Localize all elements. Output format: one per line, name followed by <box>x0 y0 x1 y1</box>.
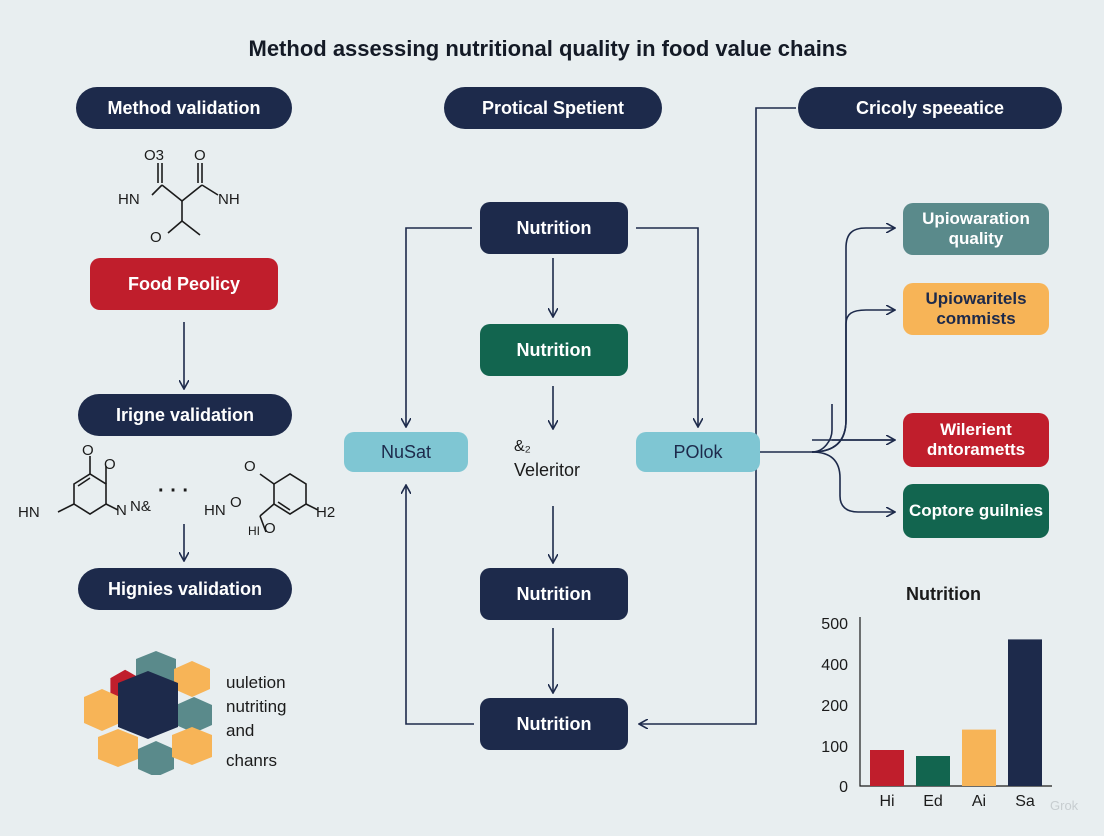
protical-spetient-header: Protical Spetient <box>444 87 662 129</box>
atom-hn: HN <box>118 191 140 208</box>
molecule-top-bonds <box>151 163 219 236</box>
method-validation-header: Method validation <box>76 87 292 129</box>
page-title: Method assessing nutritional quality in … <box>248 36 848 61</box>
molecule-top: O3 O HN NH O <box>110 145 260 255</box>
y-tick-label: 100 <box>821 739 848 756</box>
bar-sa <box>1008 639 1042 786</box>
hexagon-cluster <box>84 651 212 775</box>
hignies-validation-pill: Hignies validation <box>78 568 292 610</box>
atom-right-hi: HI <box>248 524 260 538</box>
y-tick-label: 0 <box>839 779 848 796</box>
arrow-header-n4 <box>640 107 796 724</box>
nutrition-box-2: Nutrition <box>480 324 628 376</box>
y-tick-label: 400 <box>821 657 848 674</box>
center-symbol: &₂ <box>514 438 531 455</box>
atom-right-hno: HN <box>204 502 226 519</box>
food-policy-box: Food Peolicy <box>90 258 278 310</box>
x-tick-label: Ai <box>972 793 986 810</box>
nutrition-box-3: Nutrition <box>480 568 628 620</box>
arrow-to-output-4 <box>811 451 894 512</box>
bar-ai <box>962 729 996 786</box>
atom-left-o: O <box>82 442 94 459</box>
nutrition-box-1: Nutrition <box>480 202 628 254</box>
arrow-n1-nusat <box>406 227 472 426</box>
polok-node: POlok <box>636 432 760 472</box>
irigne-validation-pill: Irigne validation <box>78 394 292 436</box>
atom-right-h2: H2 <box>316 504 336 521</box>
output-box-4: Coptore guilnies <box>903 484 1049 538</box>
watermark: Grok <box>1050 798 1079 813</box>
atom-right-o3: O <box>264 520 276 537</box>
atom-nh: NH <box>218 191 240 208</box>
atom-right-o: O <box>244 458 256 475</box>
hex-orange-bottom-right <box>172 727 212 765</box>
molecule-middle-bonds <box>57 456 319 533</box>
arrow-to-output-1 <box>811 228 894 453</box>
ellipsis-dots: · · · <box>158 480 190 502</box>
bar-ed <box>916 756 950 786</box>
arrow-to-output-3-stem <box>811 404 894 453</box>
arrow-to-output-2 <box>811 310 894 453</box>
output-box-3: Wilerient dntorametts <box>903 413 1049 467</box>
atom-right-o2: O <box>230 494 242 511</box>
atom-o: O <box>194 147 206 164</box>
y-tick-label: 500 <box>821 616 848 633</box>
chart-title: Nutrition <box>906 584 981 604</box>
atom-left-n3: N& <box>130 498 151 515</box>
hex-navy-center <box>118 671 178 739</box>
hex-orange-left <box>84 689 120 731</box>
arrow-n1-polok <box>636 227 698 426</box>
output-box-2: Upiowaritels commists <box>903 283 1049 335</box>
atom-left-n: N <box>116 502 127 519</box>
cluster-line-1: uuletion <box>226 673 286 692</box>
atom-left-hn: HN <box>18 504 40 521</box>
cricoly-speeatice-header: Cricoly speeatice <box>798 87 1062 129</box>
hex-orange-bottom-left <box>98 729 138 767</box>
hex-orange-right-top <box>174 661 210 697</box>
x-tick-label: Hi <box>879 793 894 810</box>
x-tick-label: Sa <box>1015 793 1035 810</box>
hex-grey-bottom <box>138 741 174 775</box>
atom-left-o2: O <box>104 456 116 473</box>
arrow-n4-nusat <box>406 486 474 725</box>
x-tick-label: Ed <box>923 793 943 810</box>
atom-o3: O3 <box>144 147 165 164</box>
output-box-1: Upiowaration quality <box>903 203 1049 255</box>
bar-hi <box>870 750 904 786</box>
molecule-middle: O O HN N N& · · · O HN O HI H2 O <box>12 440 352 540</box>
atom-o-lower: O <box>150 229 162 246</box>
cluster-line-4: chanrs <box>226 751 278 770</box>
cluster-caption: uuletion nutriting and chanrs <box>226 671 286 773</box>
y-tick-label: 200 <box>821 698 848 715</box>
nusat-node: NuSat <box>344 432 468 472</box>
center-label: Veleritor <box>514 460 581 480</box>
cluster-line-2: nutriting <box>226 697 287 716</box>
cluster-line-3: and <box>226 721 255 740</box>
nutrition-box-4: Nutrition <box>480 698 628 750</box>
hex-grey-right <box>176 697 212 733</box>
